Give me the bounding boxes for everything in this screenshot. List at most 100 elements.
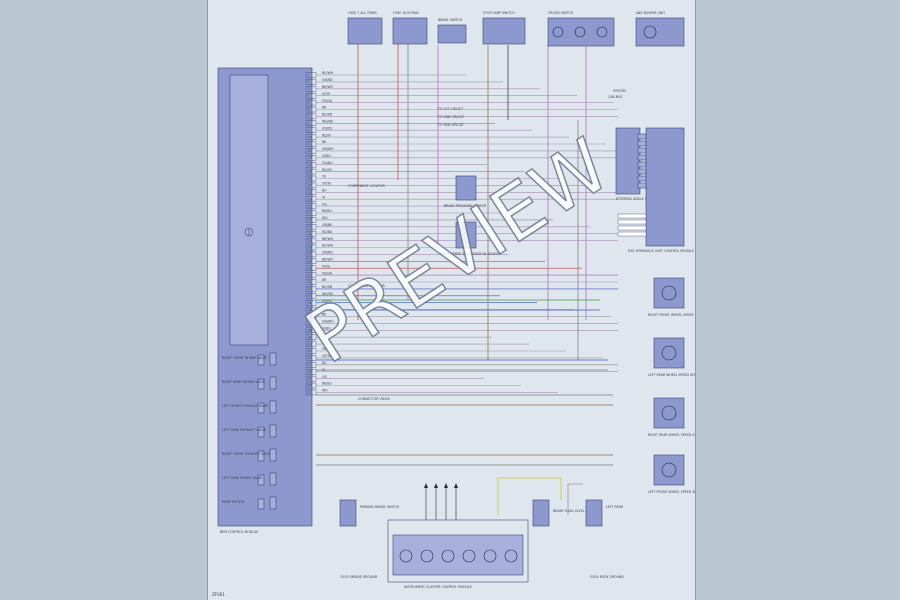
pin-number: 1: [308, 73, 310, 77]
wire-code: GN/WH: [322, 320, 334, 324]
pin-number: 41: [308, 349, 312, 353]
comp-brake: [437, 24, 467, 44]
label-fuse1: FUSE 7 ALL TIMES: [348, 11, 377, 15]
pin-number: 4: [308, 94, 310, 98]
label-abs: ABS SENSOR UNIT: [636, 11, 665, 15]
wire-code: BR: [322, 106, 327, 110]
main-module-label: BEM CONTROL MODULE: [220, 530, 258, 534]
label-g2: G204 BODY GROUND: [590, 575, 624, 579]
wire-code: OG: [322, 375, 328, 379]
wire-code: GY/YE: [322, 354, 331, 358]
pin-number: 13: [308, 156, 312, 160]
comp-steer: [615, 127, 641, 195]
pin-number: 25: [308, 239, 312, 243]
wire-code: YE/GN: [322, 271, 333, 275]
wire-code: BU: [322, 361, 327, 365]
pin-number: 5: [308, 101, 310, 105]
pin-number: 21: [308, 211, 312, 215]
wiring-diagram: BEM CONTROL MODULE 123456789101112131415…: [217, 11, 695, 589]
pin-number: 16: [308, 177, 312, 181]
label-trans: TRANSVERSE ACCELERATION SENSOR: [439, 252, 501, 256]
comp-abs: [635, 17, 685, 47]
valve-connector: [257, 378, 265, 390]
pin-number: 33: [308, 294, 312, 298]
wire-code: GN/RD: [322, 78, 333, 82]
pin-number: 39: [308, 335, 312, 339]
wire-code: GN/BK: [322, 223, 333, 227]
valve-connector: [257, 426, 265, 438]
wire-code: VI/YE: [322, 264, 330, 268]
wire-code: YE: [322, 347, 326, 351]
indicator-lamp: [462, 549, 476, 563]
bottom-components: INSTRUMENT CLUSTER CONTROL MODULEPARKING…: [339, 483, 624, 589]
valve-label: PUMP MOTOR: [222, 500, 245, 504]
pin-number: 32: [308, 287, 312, 291]
label-wheel-sensor: RIGHT FRONT WHEEL SPEED SENSOR: [648, 313, 695, 317]
pin-number: 17: [308, 184, 312, 188]
label-fluid: BRAKE FLUID LEVEL SWITCH: [553, 509, 599, 513]
wire-code: BU/RD: [322, 113, 333, 117]
pin-number: 27: [308, 253, 312, 257]
connector-label: SYSTEM: [613, 89, 626, 93]
valve-label: RIGHT REAR INTAKE VALVE: [222, 380, 265, 384]
wire-code: BR/WH: [322, 237, 334, 241]
wire-code: RD/VI: [322, 133, 331, 137]
module-pin-strip: 1234567891011121314151617181920212223242…: [305, 72, 317, 396]
pin-number: 42: [308, 356, 312, 360]
wire-code: GY/RD: [322, 299, 333, 303]
wire-code: BK: [322, 140, 327, 144]
pin-number: 18: [308, 191, 312, 195]
valve-connector: [257, 402, 265, 414]
indicator-lamp: [420, 549, 434, 563]
valve-connector-right: [269, 352, 277, 366]
wire-code: YE: [322, 175, 326, 179]
pin-number: 10: [308, 135, 312, 139]
main-module-core: [229, 74, 269, 346]
indicator-lamp: [483, 549, 497, 563]
wire-code: OG/BU: [322, 333, 333, 337]
pin-number: 23: [308, 225, 312, 229]
pin-number: 11: [308, 142, 312, 146]
indicator-lamp: [504, 549, 518, 563]
valve-label: RIGHT FRONT INTAKE VALVE: [222, 356, 267, 360]
pin-number: 30: [308, 273, 312, 277]
wire-code: BK/WH: [322, 85, 334, 89]
wire-code: RD/YE: [322, 168, 332, 172]
pin-number: 34: [308, 301, 312, 305]
main-module: BEM CONTROL MODULE: [217, 67, 313, 534]
pin-number: 19: [308, 197, 312, 201]
pin-number: 12: [308, 149, 312, 153]
valve-connector: [257, 498, 265, 510]
wire-code: GY/RD: [322, 126, 333, 130]
wire-harness: BU/WHGN/RDBK/WHVI/YEYE/GNBRBU/RDWH/BUGY/…: [316, 20, 618, 515]
note-5: CONNECTOR VIEWS: [358, 397, 390, 401]
note-1: TO 2ND CIRCUIT: [437, 115, 464, 119]
comp-dsc: [645, 127, 685, 247]
wire-code: BK/WH: [322, 258, 334, 262]
wire-code: RD/YE: [322, 340, 332, 344]
valve-connector-right: [269, 496, 277, 510]
label-steer: STEERING ANGLE SENSOR: [616, 197, 659, 201]
pin-number: 29: [308, 266, 312, 270]
pin-number: 24: [308, 232, 312, 236]
note-2: TO 3RD CIRCUIT: [437, 123, 464, 127]
label-cruise: CRUISE SWITCH: [548, 11, 574, 15]
wire-code: OG/BU: [322, 161, 333, 165]
wire-code: VI/BU: [322, 154, 331, 158]
pin-number: 28: [308, 260, 312, 264]
pin-number: 2: [308, 80, 310, 84]
comp-trans: [455, 221, 477, 249]
sheet-id: ZFV61: [212, 592, 225, 597]
note-4: COMPONENT LOCATOR: [348, 284, 385, 288]
comp-fluid: [532, 499, 550, 527]
pin-number: 22: [308, 218, 312, 222]
pin-number: 47: [308, 391, 312, 395]
pin-number: 37: [308, 322, 312, 326]
wire-code: GN/RD: [322, 251, 333, 255]
pin-number: 35: [308, 308, 312, 312]
pin-number: 6: [308, 108, 310, 112]
